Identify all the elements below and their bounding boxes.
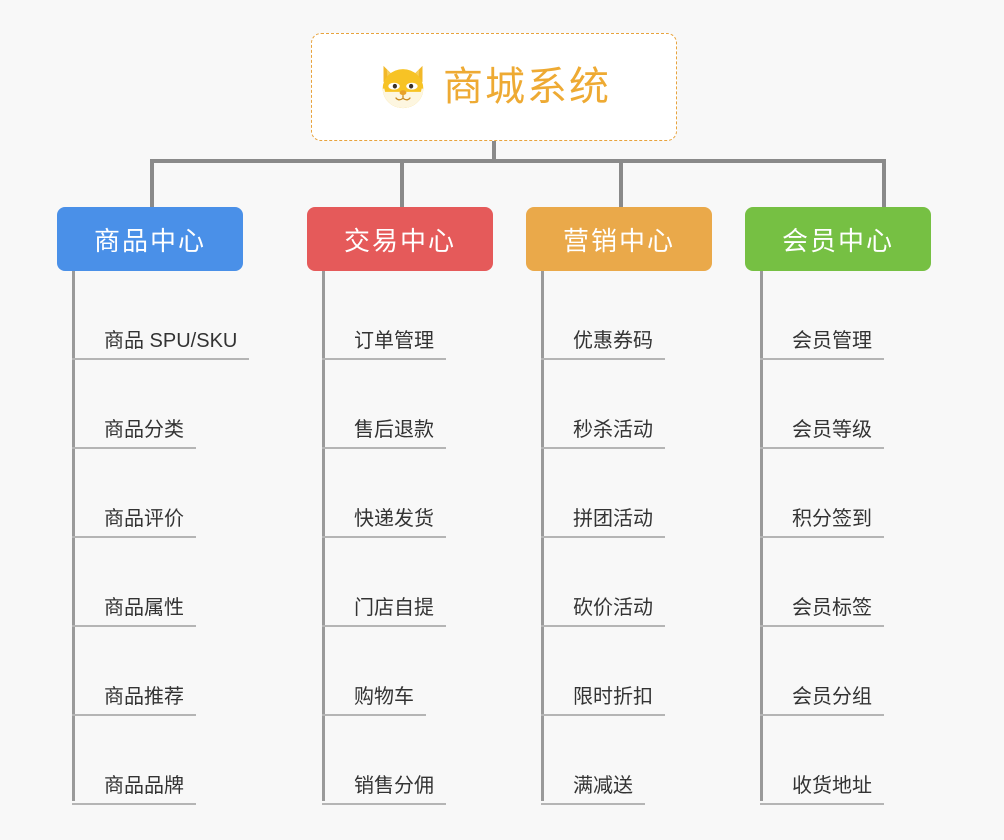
leaf-item[interactable]: 商品分类 <box>72 360 243 449</box>
leaf-item[interactable]: 商品 SPU/SKU <box>72 271 250 360</box>
leaf-label: 满减送 <box>541 775 645 805</box>
leaf-list-1: 商品 SPU/SKU 商品分类 商品评价 商品属性 商品推荐 商品品牌 <box>72 271 250 805</box>
leaf-label: 会员标签 <box>760 597 884 627</box>
leaf-item[interactable]: 砍价活动 <box>541 538 712 627</box>
connector-drop-4 <box>882 159 886 207</box>
root-node-content: 商城系统 <box>377 61 611 113</box>
leaf-list-2: 订单管理 售后退款 快递发货 门店自提 购物车 销售分佣 <box>322 271 493 805</box>
connector-root-stem <box>492 141 496 162</box>
leaf-item[interactable]: 会员等级 <box>760 360 931 449</box>
leaf-label: 快递发货 <box>322 508 446 538</box>
category-box-4[interactable]: 会员中心 <box>745 207 931 271</box>
branch-column-2: 交易中心 订单管理 售后退款 快递发货 门店自提 购物车 销售分佣 <box>307 207 493 805</box>
leaf-label: 秒杀活动 <box>541 419 665 449</box>
leaf-label: 商品品牌 <box>72 775 196 805</box>
dog-face-icon <box>382 65 424 109</box>
connector-drop-1 <box>150 159 154 207</box>
leaf-item[interactable]: 商品属性 <box>72 538 243 627</box>
leaf-label: 会员管理 <box>760 330 884 360</box>
leaf-list-4: 会员管理 会员等级 积分签到 会员标签 会员分组 收货地址 <box>760 271 931 805</box>
leaf-item[interactable]: 售后退款 <box>322 360 493 449</box>
branch-column-4: 会员中心 会员管理 会员等级 积分签到 会员标签 会员分组 收货地址 <box>745 207 931 805</box>
leaf-label: 商品分类 <box>72 419 196 449</box>
leaf-list-3: 优惠券码 秒杀活动 拼团活动 砍价活动 限时折扣 满减送 <box>541 271 712 805</box>
connector-drop-3 <box>619 159 623 207</box>
leaf-label: 商品 SPU/SKU <box>72 330 250 360</box>
leaf-label: 拼团活动 <box>541 508 665 538</box>
leaf-item[interactable]: 商品品牌 <box>72 716 243 805</box>
leaf-item[interactable]: 商品推荐 <box>72 627 243 716</box>
leaf-item[interactable]: 购物车 <box>322 627 493 716</box>
leaf-label: 商品推荐 <box>72 686 196 716</box>
leaf-item[interactable]: 优惠券码 <box>541 271 712 360</box>
leaf-label: 限时折扣 <box>541 686 665 716</box>
leaf-label: 会员分组 <box>760 686 884 716</box>
category-box-1-label: 商品中心 <box>93 225 206 256</box>
leaf-item[interactable]: 门店自提 <box>322 538 493 627</box>
category-box-1[interactable]: 商品中心 <box>57 207 243 271</box>
leaf-item[interactable]: 会员分组 <box>760 627 931 716</box>
leaf-label: 售后退款 <box>322 419 446 449</box>
leaf-item[interactable]: 收货地址 <box>760 716 931 805</box>
leaf-item[interactable]: 满减送 <box>541 716 712 805</box>
leaf-item[interactable]: 订单管理 <box>322 271 493 360</box>
leaf-item[interactable]: 限时折扣 <box>541 627 712 716</box>
category-box-2-label: 交易中心 <box>343 225 456 256</box>
leaf-item[interactable]: 会员标签 <box>760 538 931 627</box>
connector-drop-2 <box>400 159 404 207</box>
leaf-item[interactable]: 快递发货 <box>322 449 493 538</box>
leaf-label: 门店自提 <box>322 597 446 627</box>
branch-column-1: 商品中心 商品 SPU/SKU 商品分类 商品评价 商品属性 商品推荐 商品品牌 <box>57 207 250 805</box>
leaf-item[interactable]: 会员管理 <box>760 271 931 360</box>
root-node-mall-system[interactable]: 商城系统 <box>311 33 677 141</box>
leaf-label: 商品评价 <box>72 508 196 538</box>
branch-column-3: 营销中心 优惠券码 秒杀活动 拼团活动 砍价活动 限时折扣 满减送 <box>526 207 712 805</box>
leaf-label: 购物车 <box>322 686 426 716</box>
leaf-item[interactable]: 销售分佣 <box>322 716 493 805</box>
leaf-label: 会员等级 <box>760 419 884 449</box>
leaf-label: 订单管理 <box>322 330 446 360</box>
category-box-2[interactable]: 交易中心 <box>307 207 493 271</box>
connector-horizontal-bus <box>150 159 886 163</box>
leaf-label: 收货地址 <box>760 775 884 805</box>
leaf-label: 优惠券码 <box>541 330 665 360</box>
leaf-label: 砍价活动 <box>541 597 665 627</box>
leaf-item[interactable]: 积分签到 <box>760 449 931 538</box>
leaf-label: 商品属性 <box>72 597 196 627</box>
category-box-3-label: 营销中心 <box>562 225 675 256</box>
leaf-label: 积分签到 <box>760 508 884 538</box>
leaf-item[interactable]: 拼团活动 <box>541 449 712 538</box>
root-node-title: 商城系统 <box>443 65 611 109</box>
leaf-item[interactable]: 商品评价 <box>72 449 243 538</box>
category-box-3[interactable]: 营销中心 <box>526 207 712 271</box>
category-box-4-label: 会员中心 <box>781 225 894 256</box>
leaf-item[interactable]: 秒杀活动 <box>541 360 712 449</box>
leaf-label: 销售分佣 <box>322 775 446 805</box>
